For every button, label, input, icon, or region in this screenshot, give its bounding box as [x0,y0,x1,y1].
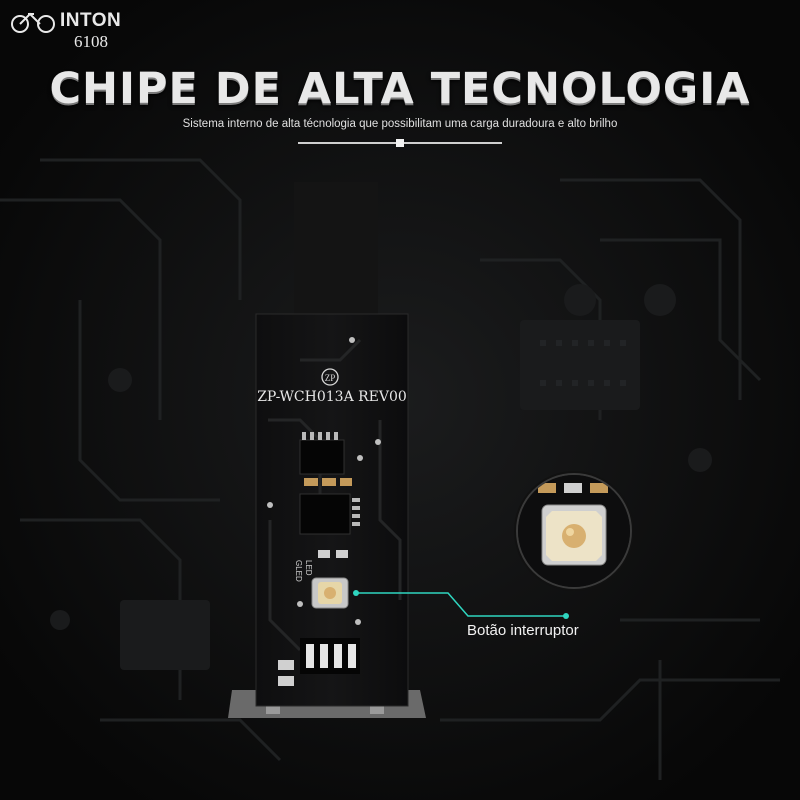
divider-marker [396,139,404,147]
zoom-inset [516,473,632,589]
callout-label: Botão interruptor [467,622,579,639]
brand-logo: INTON 6108 [10,8,122,51]
callout-line [353,590,569,619]
board-label-gled: GLED [294,560,303,582]
page-subtitle: Sistema interno de alta técnologia que p… [182,118,618,130]
page-title: CHIPE DE ALTA TECNOLOGIA [49,64,751,114]
brand-model: 6108 [74,32,108,51]
brand-name: INTON [60,10,122,31]
resistor-array [278,638,360,686]
zoom-button-detail [518,475,630,587]
flex-cable [294,182,378,322]
board-label-led: LED [304,560,313,576]
board-logo: ZP [325,373,336,383]
bicycle-icon [11,12,55,33]
board-model-text: ZP-WCH013A REV00 [257,389,407,405]
